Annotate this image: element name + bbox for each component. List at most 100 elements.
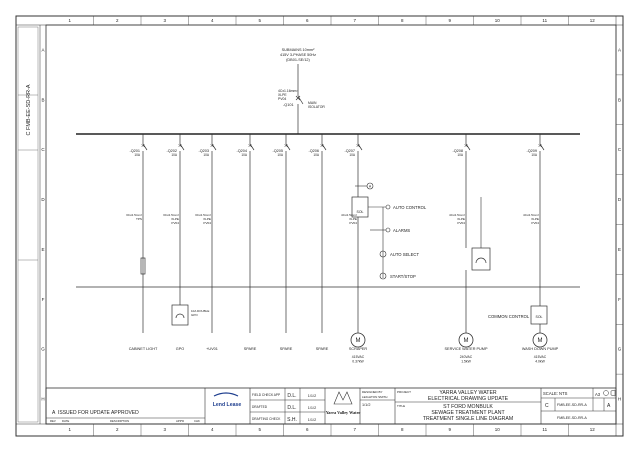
column-number-top: 1	[68, 18, 71, 23]
revision-letter: A	[52, 410, 56, 416]
auto-control-label: AUTO CONTROL	[393, 205, 427, 210]
revision-header-cell: APP'D	[176, 419, 184, 423]
role-drafted: DRAFTED	[252, 405, 268, 409]
incoming-supply: SUBMAINS 10mm² 415V 3-PHASE 50Hz (DB01-S…	[278, 48, 325, 134]
feeder-cable-spec: 4Cx2.5mm²	[449, 213, 465, 217]
column-number-top: 3	[163, 18, 166, 23]
wash-pump-sol-box	[530, 305, 548, 325]
column-number-top: 5	[258, 18, 261, 23]
feeder-cable-spec: TPS	[136, 217, 142, 221]
revision-description: ISSUED FOR UPDATE APPROVED	[58, 410, 139, 416]
wash-pump-sol-label: SOL	[535, 315, 542, 319]
column-number-bottom: 10	[495, 427, 501, 432]
cabinet-light-fuse	[140, 257, 146, 275]
revision-header-cell: DATE	[62, 419, 69, 423]
feeder-breaker-rating: 10A	[203, 153, 210, 157]
feeder-cable-spec: PV04	[171, 221, 179, 225]
column-number-bottom: 7	[353, 427, 356, 432]
column-number-bottom: 6	[306, 427, 309, 432]
client-name: Yarra Valley Water	[326, 410, 361, 415]
feeder-load-label: GPO	[176, 347, 184, 351]
feeder-cable-spec: XLPE	[349, 217, 357, 221]
revision-box: A	[607, 403, 611, 409]
column-number-top: 11	[542, 18, 547, 23]
revision-header-cell: REV	[50, 419, 56, 423]
feeder-cable-spec: PV04	[531, 221, 539, 225]
column-number-top: 12	[590, 18, 596, 23]
design-date: 1/1/2	[362, 403, 370, 407]
projection-symbol	[603, 389, 616, 397]
feeder-breaker-id: -Q206	[308, 149, 319, 153]
column-number-bottom: 3	[163, 427, 166, 432]
feeder-load-label: SPARE	[316, 347, 329, 351]
dwg-code: FMB-EE-SD-RR-A	[557, 416, 587, 420]
feeder-cable-spec: 3Cx2.5mm²	[163, 213, 179, 217]
title-block	[45, 387, 617, 425]
feeder-cable-spec: XLPE	[531, 217, 539, 221]
row-letter-left: H	[41, 397, 44, 402]
row-letter-right: B	[618, 97, 621, 102]
column-number-bottom: 9	[448, 427, 451, 432]
column-number-top: 10	[495, 18, 501, 23]
initials-1: D.L.	[287, 393, 296, 399]
feeder-cable-spec: XLPE	[203, 217, 211, 221]
feeder-cable-spec: XLPE	[171, 217, 179, 221]
supply-line-2: 415V 3-PHASE 50Hz	[280, 53, 316, 57]
feeder-breaker-id: -Q201	[129, 149, 140, 153]
motor-spec: 240VAC	[460, 355, 473, 359]
motor-letter: M	[356, 338, 361, 344]
feeder-cable-spec: PV04	[203, 221, 211, 225]
feeder-breaker-rating: 10A	[277, 153, 284, 157]
supply-line-1: SUBMAINS 10mm²	[282, 48, 315, 52]
initials-2: D.L.	[287, 405, 296, 411]
sheet-prefix: C	[545, 403, 549, 409]
row-letter-left: C	[41, 147, 45, 152]
title-line-2: ELECTRICAL DRAWING UPDATE	[428, 396, 509, 402]
main-breaker-label-2: ISOLATOR	[308, 105, 325, 109]
feeder-breaker-id: -Q209	[526, 149, 537, 153]
row-letter-left: E	[41, 247, 44, 252]
project-label: PROJECT	[397, 390, 411, 394]
feeder-load-label: SERVICE WATER PUMP	[445, 347, 488, 351]
feeder-breaker-id: -Q202	[166, 149, 177, 153]
feeder-load-label: SCRAPER	[349, 347, 368, 351]
revision-header-cell: DESCRIPTION	[110, 419, 129, 423]
column-number-bottom: 8	[401, 427, 404, 432]
feeder-breaker-rating: 10A	[349, 153, 356, 157]
alarms-label: ALARMS	[393, 228, 410, 233]
feeder-load-label: WASH DOWN PUMP	[522, 347, 559, 351]
row-letter-right: A	[618, 47, 621, 52]
feeder-cable-spec: 4Cx2.5mm²	[341, 213, 357, 217]
motor-spec: 415VAC	[352, 355, 365, 359]
feeder-breaker-rating: 10A	[171, 153, 178, 157]
row-letter-left: F	[42, 297, 45, 302]
role-drafting-check: DRAFTING CHECK	[252, 417, 281, 421]
date-2: 1/1/2	[308, 406, 316, 410]
column-number-bottom: 11	[542, 427, 547, 432]
feeder-cable-spec: PV04	[349, 221, 357, 225]
date-3: 1/1/2	[308, 418, 316, 422]
feeder-load-label: +UV01	[206, 347, 218, 351]
feeder-breaker-id: -Q205	[272, 149, 283, 153]
yarra-valley-logo: Yarra Valley Water	[326, 391, 361, 415]
row-letter-left: A	[41, 47, 44, 52]
svg-text:A: A	[369, 185, 372, 189]
date-1: 1/1/2	[308, 394, 316, 398]
main-breaker-label-1: MAIN	[308, 101, 317, 105]
row-letter-right: G	[618, 347, 622, 352]
